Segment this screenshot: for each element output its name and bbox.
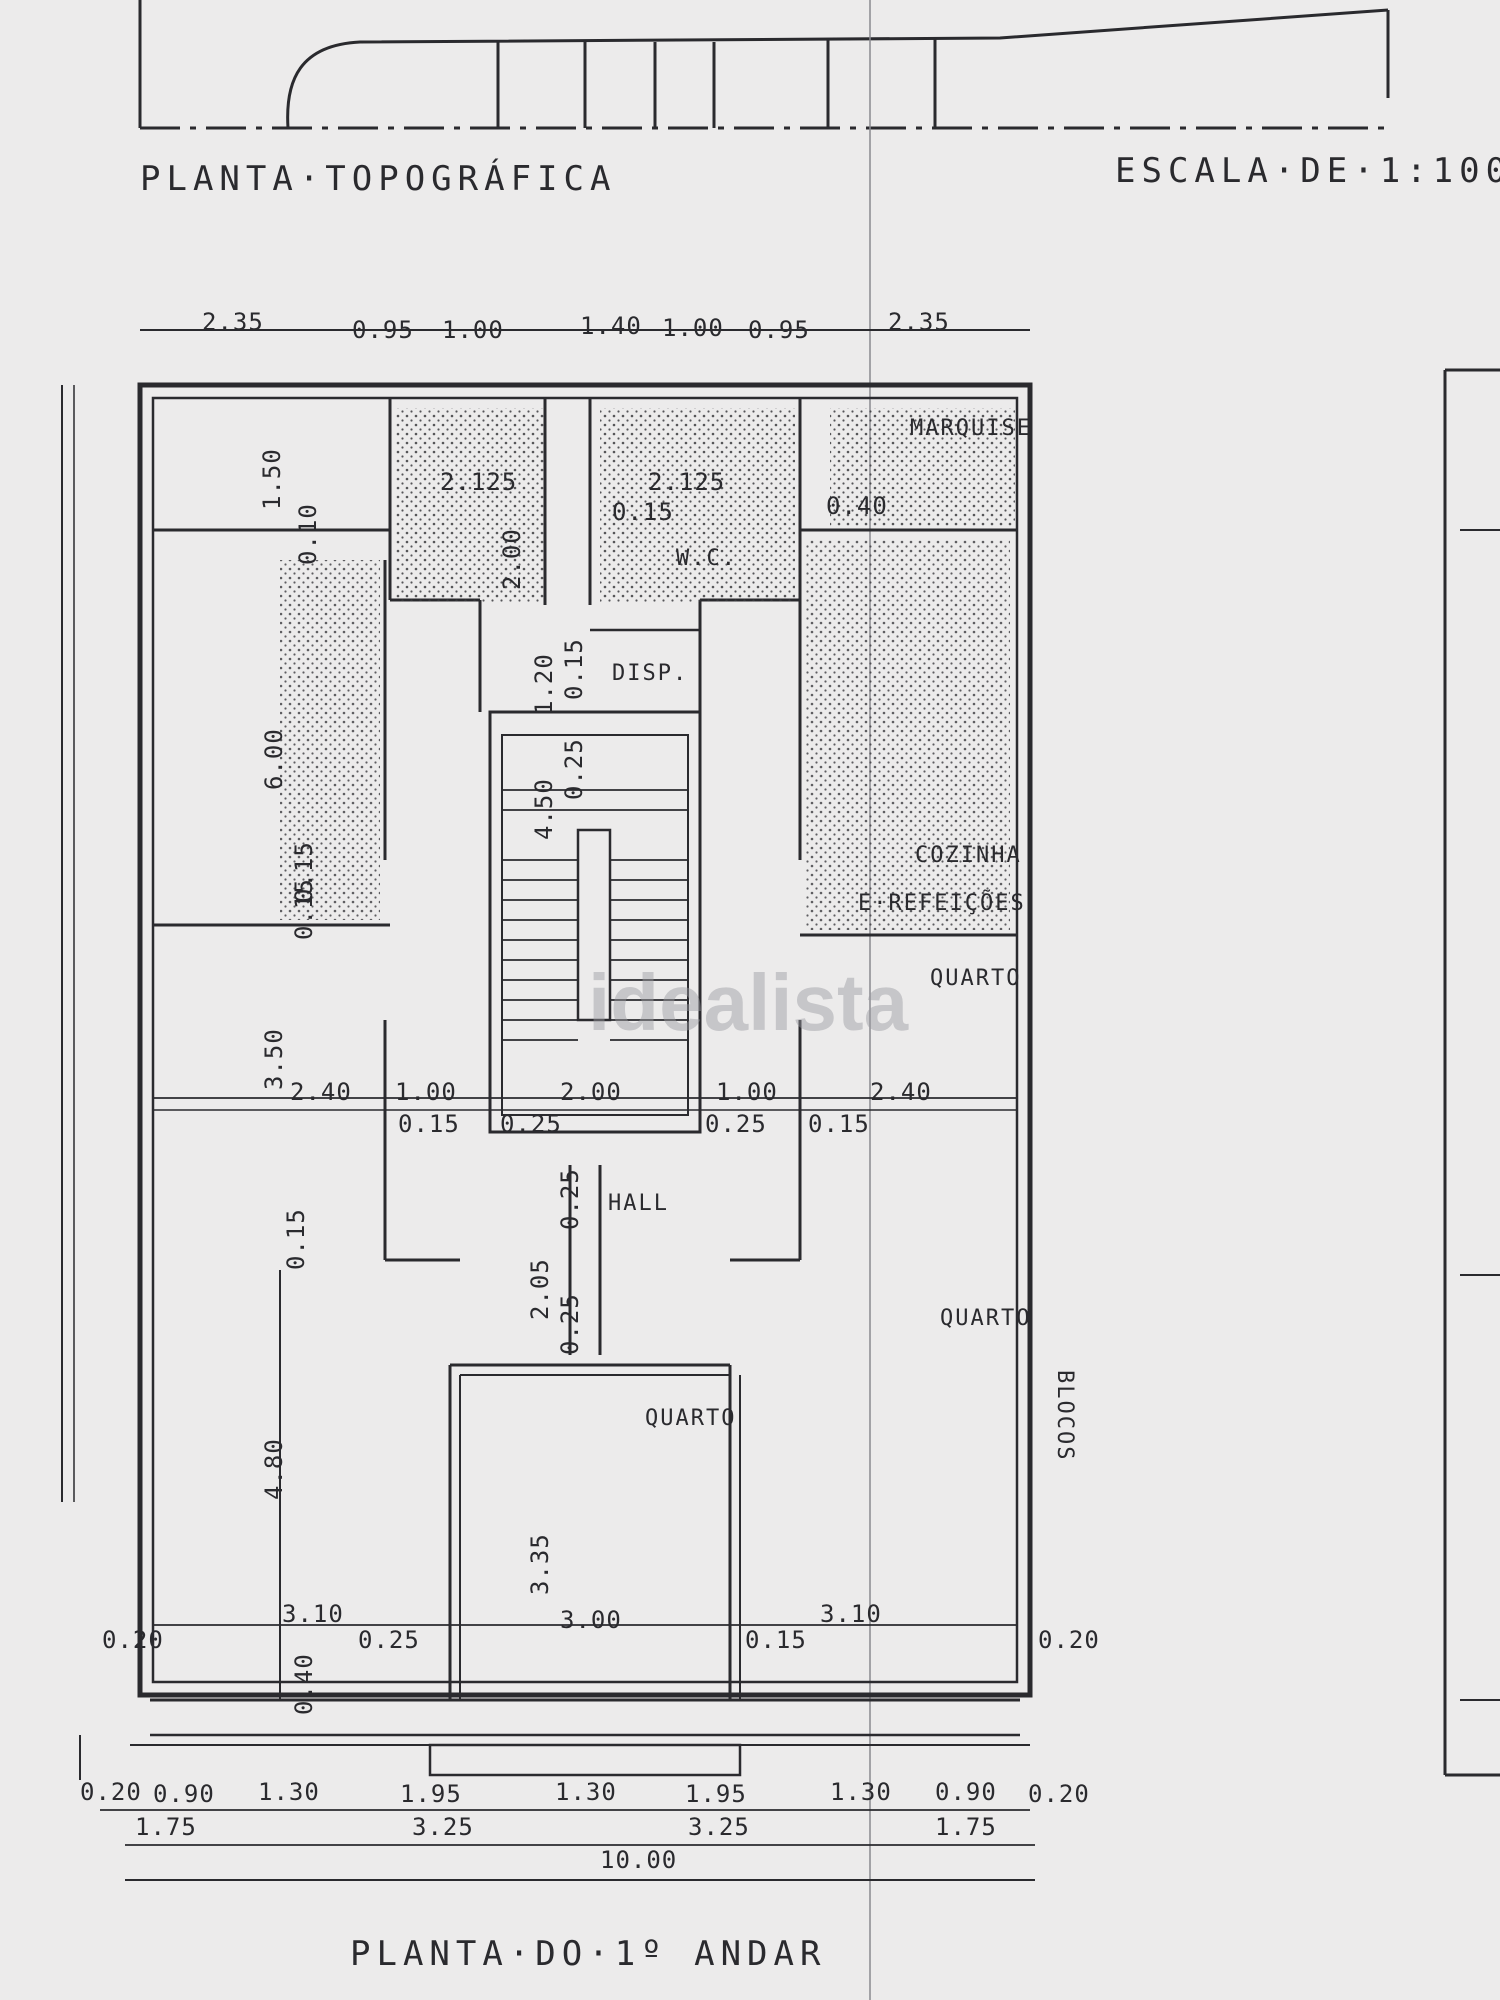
dimension-label: 0.20: [1028, 1780, 1090, 1808]
dimension-label: 1.50: [258, 448, 286, 510]
dimension-label: 2.125: [440, 468, 517, 496]
dimension-label: 0.15: [398, 1110, 460, 1138]
dimension-label: 0.40: [290, 1653, 318, 1715]
dimension-label: 2.35: [202, 308, 264, 336]
dimension-label: 1.00: [395, 1078, 457, 1106]
dimension-label: 0.40: [826, 492, 888, 520]
dimension-label: 0.90: [935, 1778, 997, 1806]
dimension-label: 0.90: [153, 1780, 215, 1808]
side-note-blocos: BLOCOS: [1052, 1370, 1077, 1461]
total-width: 10.00: [600, 1846, 677, 1874]
dimension-label: 1.30: [555, 1778, 617, 1806]
dimension-label: 3.00: [560, 1606, 622, 1634]
dimension-label: 4.80: [260, 1438, 288, 1500]
dimension-label: 3.35: [526, 1533, 554, 1595]
dimension-label: 0.15: [290, 878, 318, 940]
dimension-label: 0.15: [612, 498, 674, 526]
dimension-label: 3.10: [820, 1600, 882, 1628]
lower-dimensions: 3.10 3.00 3.10 0.25 0.15 0.20 0.20 0.40: [102, 1600, 1100, 1715]
hall-dimensions: 2.05 0.25 0.25 0.15 4.80 3.35: [260, 1168, 584, 1595]
dimension-label: 0.25: [556, 1293, 584, 1355]
dimension-label: 3.10: [282, 1600, 344, 1628]
floor-plan-title: PLANTA·DO·1º ANDAR: [350, 1934, 826, 1974]
room-label-cozinha: COZINHA: [915, 843, 1022, 868]
dimension-label: 1.00: [716, 1078, 778, 1106]
room-label-quarto-top-right: QUARTO: [930, 966, 1021, 991]
dimension-label: 0.20: [102, 1626, 164, 1654]
dimension-label: 2.40: [870, 1078, 932, 1106]
dimension-label: 1.95: [685, 1780, 747, 1808]
room-label-hall: HALL: [608, 1191, 669, 1216]
dimension-label: 2.35: [888, 308, 950, 336]
topographic-plan-title: PLANTA·TOPOGRÁFICA: [140, 158, 616, 199]
top-dimensions: 2.35 0.95 1.00 1.40 1.00 0.95 2.35: [202, 308, 950, 344]
dimension-label: 6.00: [260, 728, 288, 790]
dimension-label: 2.00: [560, 1078, 622, 1106]
dimension-label: 0.15: [745, 1626, 807, 1654]
dimension-label: 1.30: [830, 1778, 892, 1806]
room-label-wc: W.C.: [676, 546, 737, 571]
dimension-label: 1.40: [580, 312, 642, 340]
dimension-label: 0.95: [748, 316, 810, 344]
dimension-label: 0.95: [352, 316, 414, 344]
watermark: idealista: [588, 958, 909, 1047]
dimension-label: 0.15: [560, 638, 588, 700]
dimension-label: 0.25: [705, 1110, 767, 1138]
dimension-label: 1.00: [442, 316, 504, 344]
dimension-label: 0.15: [282, 1208, 310, 1270]
scale-label: ESCALA·DE·1:1000: [1115, 151, 1500, 191]
dimension-label: 0.15: [808, 1110, 870, 1138]
dimension-label: 0.20: [1038, 1626, 1100, 1654]
room-label-quarto-right: QUARTO: [940, 1306, 1031, 1331]
dimension-label: 0.25: [500, 1110, 562, 1138]
upper-room-dimensions: 2.125 2.125 2.00 0.15 0.40 1.50 0.10 1.2…: [258, 448, 888, 1090]
dimension-label: 0.15: [290, 841, 318, 903]
dimension-label: 3.25: [412, 1813, 474, 1841]
room-label-refeicoes: E·REFEIÇÕES: [858, 889, 1026, 916]
dimension-label: 1.00: [662, 314, 724, 342]
dimension-label: 2.125: [648, 468, 725, 496]
bottom-dimensions: 0.20 0.90 1.30 1.95 1.30 1.95 1.30 0.90 …: [80, 1778, 1090, 1874]
dimension-label: 1.75: [935, 1813, 997, 1841]
topographic-plan: [138, 0, 1390, 130]
dimension-label: 1.95: [400, 1780, 462, 1808]
tiled-areas: [280, 408, 1015, 930]
room-label-disp: DISP.: [612, 661, 688, 686]
dimension-label: 2.40: [290, 1078, 352, 1106]
dimension-label: 0.25: [358, 1626, 420, 1654]
dimension-label: 1.30: [258, 1778, 320, 1806]
dimension-label: 2.00: [498, 528, 526, 590]
dimension-label: 1.20: [530, 653, 558, 715]
dimension-label: 3.25: [688, 1813, 750, 1841]
dimension-label: 2.05: [526, 1258, 554, 1320]
dimension-label: 0.25: [556, 1168, 584, 1230]
floor-plan-walls: [61, 329, 1500, 1881]
dimension-label: 4.50: [530, 778, 558, 840]
room-label-marquise: MARQUISE: [910, 416, 1032, 441]
room-label-quarto-center: QUARTO: [645, 1406, 736, 1431]
dimension-label: 0.20: [80, 1778, 142, 1806]
dimension-label: 1.75: [135, 1813, 197, 1841]
dimension-label: 0.10: [294, 503, 322, 565]
dimension-label: 0.25: [560, 738, 588, 800]
mid-dimensions: 2.40 1.00 2.00 1.00 2.40 0.15 0.25 0.25 …: [290, 1078, 932, 1138]
dimension-label: 3.50: [260, 1028, 288, 1090]
